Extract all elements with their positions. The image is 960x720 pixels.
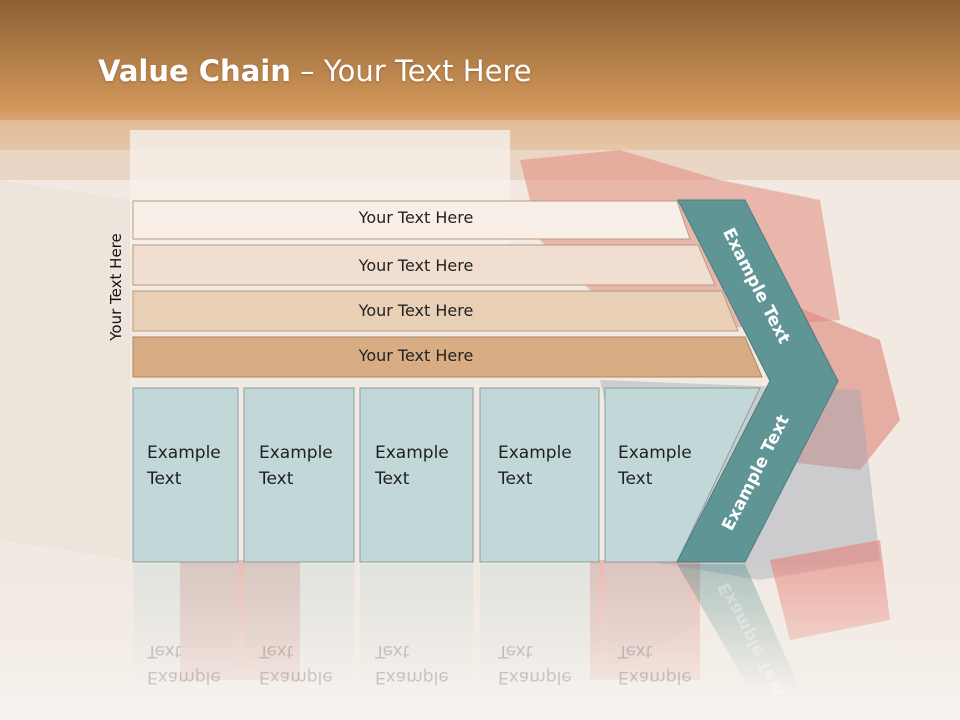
row-bar-3 [132, 290, 739, 332]
title-bold: Value Chain [98, 54, 291, 88]
row-label-3: Your Text Here [358, 301, 474, 320]
title-rest: – Your Text Here [290, 54, 532, 88]
row-label-4: Your Text Here [358, 346, 474, 365]
activity-box-4 [479, 387, 600, 563]
activity-box-2 [243, 387, 355, 563]
row-bar-1 [132, 200, 691, 240]
activity-box-3 [359, 387, 474, 563]
row-bar-4 [132, 336, 763, 378]
row-bar-2 [132, 244, 716, 286]
activity-box-1 [132, 387, 239, 563]
page-title: Value Chain – Your Text Here [98, 54, 532, 88]
margin-chevron [676, 199, 839, 563]
row-label-2: Your Text Here [358, 256, 474, 275]
row-label-1: Your Text Here [358, 208, 474, 227]
